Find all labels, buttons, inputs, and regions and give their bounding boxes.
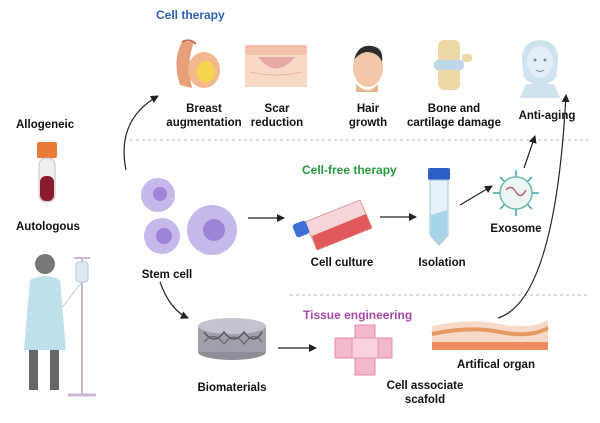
section-title-cell-therapy: Cell therapy <box>156 8 225 22</box>
blood-tube-icon <box>37 142 57 203</box>
biomaterials-icon <box>198 318 266 360</box>
bone-icon <box>434 40 472 90</box>
section-title-tissue-engineering: Tissue engineering <box>303 308 413 322</box>
artificial-organ-icon <box>431 320 549 350</box>
scaffold-icon <box>334 324 393 376</box>
label-allogeneic: Allogeneic <box>16 119 75 131</box>
label-cell-associate-scafold: Cell associate scafold <box>380 379 470 407</box>
label-biomaterials: Biomaterials <box>197 382 267 394</box>
label-scaffold-line2: scafold <box>404 394 446 406</box>
label-autologous: Autologous <box>16 221 80 233</box>
arrow-exosome-to-anti-aging <box>523 135 537 169</box>
scar-icon <box>245 45 307 87</box>
label-breast-line2: augmentation <box>166 117 242 129</box>
section-title-cell-free-therapy: Cell-free therapy <box>302 163 397 177</box>
breast-icon <box>176 39 220 88</box>
label-bone-line1: Bone and <box>427 103 481 115</box>
label-hair-line1: Hair <box>356 103 380 115</box>
label-anti-aging: Anti-aging <box>518 110 576 122</box>
arrows <box>123 94 570 352</box>
label-artifical-organ: Artifical organ <box>457 359 535 371</box>
label-cell-culture: Cell culture <box>310 257 374 269</box>
arrow-organ-to-anti-aging <box>497 94 570 319</box>
label-breast-augmentation: Breast augmentation <box>160 102 248 130</box>
label-scar-reduction: Scar reduction <box>244 102 310 130</box>
arrow-to-tissue-engineering <box>159 281 189 319</box>
label-scaffold-line1: Cell associate <box>386 380 464 392</box>
label-hair-growth: Hair growth <box>340 102 396 130</box>
label-scar-line1: Scar <box>264 103 290 115</box>
arrow-isolation-to-exosome <box>459 185 493 206</box>
isolation-tube-icon <box>428 168 450 246</box>
label-breast-line1: Breast <box>186 103 222 115</box>
stem-cell-icon <box>141 178 237 255</box>
culture-flask-icon <box>292 199 373 251</box>
label-scar-line2: reduction <box>250 117 304 129</box>
label-hair-line2: growth <box>348 117 388 129</box>
exosome-icon <box>493 170 539 216</box>
label-stem-cell: Stem cell <box>141 269 193 281</box>
patient-icon <box>24 254 96 397</box>
hair-icon <box>353 45 383 92</box>
arrow-to-cell-therapy <box>123 95 159 171</box>
face-icon <box>520 40 560 98</box>
label-isolation: Isolation <box>418 257 466 269</box>
label-bone-line2: cartilage damage <box>407 117 501 129</box>
label-bone-cartilage: Bone and cartilage damage <box>400 102 508 130</box>
label-exosome: Exosome <box>490 223 542 235</box>
